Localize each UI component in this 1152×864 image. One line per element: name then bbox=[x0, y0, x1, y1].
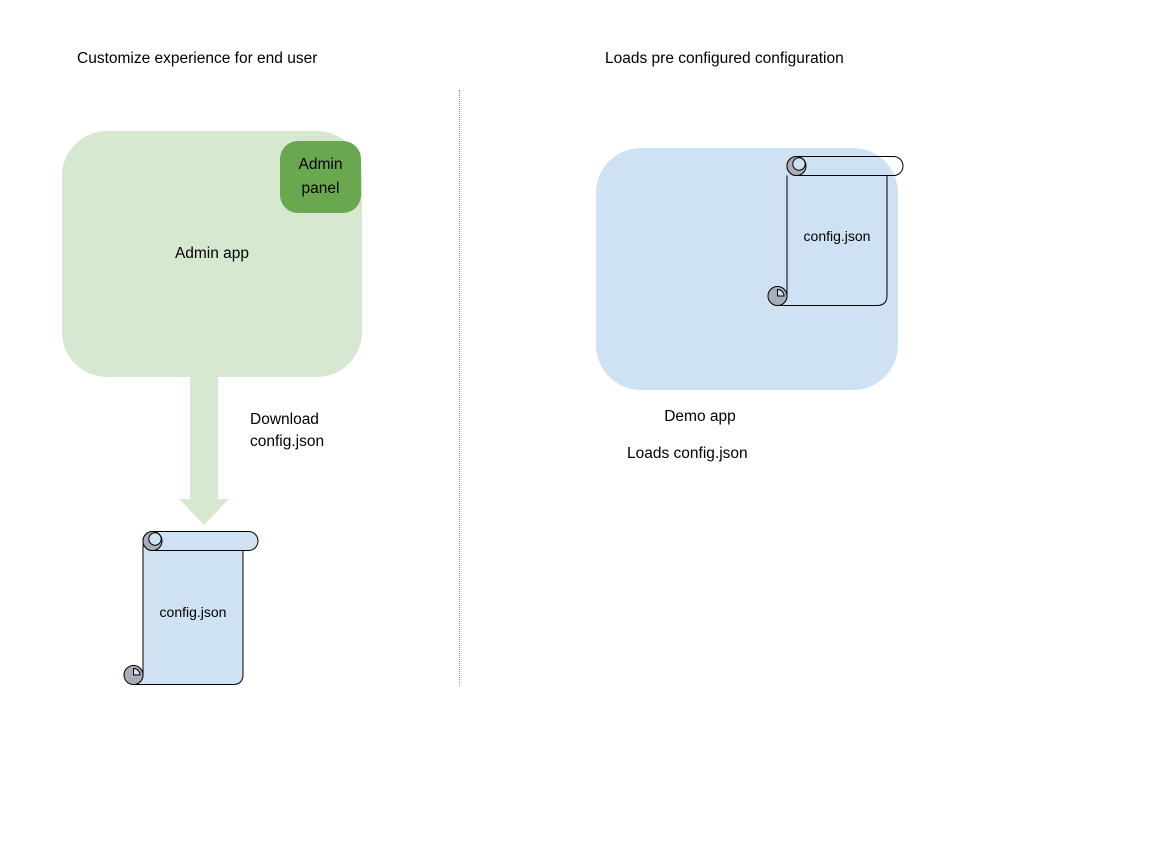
loads-config-caption: Loads config.json bbox=[627, 445, 748, 462]
config-json-scroll-left: config.json bbox=[123, 531, 259, 685]
config-json-label-left: config.json bbox=[160, 604, 227, 620]
demo-app-label: Demo app bbox=[664, 408, 736, 425]
config-json-scroll-right: config.json bbox=[767, 156, 904, 306]
demo-app-box: Demo app bbox=[596, 148, 898, 425]
section-divider bbox=[459, 90, 460, 686]
admin-app-label: Admin app bbox=[174, 245, 250, 262]
config-json-label-right: config.json bbox=[804, 228, 871, 244]
left-section-title: Customize experience for end user bbox=[77, 50, 318, 67]
download-arrow bbox=[179, 377, 229, 525]
admin-panel-label: Admin panel bbox=[298, 156, 343, 197]
admin-panel-box: Admin panel bbox=[280, 141, 361, 213]
admin-app-box: Admin panel Admin app bbox=[62, 131, 362, 377]
right-section-title: Loads pre configured configuration bbox=[605, 50, 844, 67]
download-arrow-caption: Download config.json bbox=[250, 411, 325, 450]
